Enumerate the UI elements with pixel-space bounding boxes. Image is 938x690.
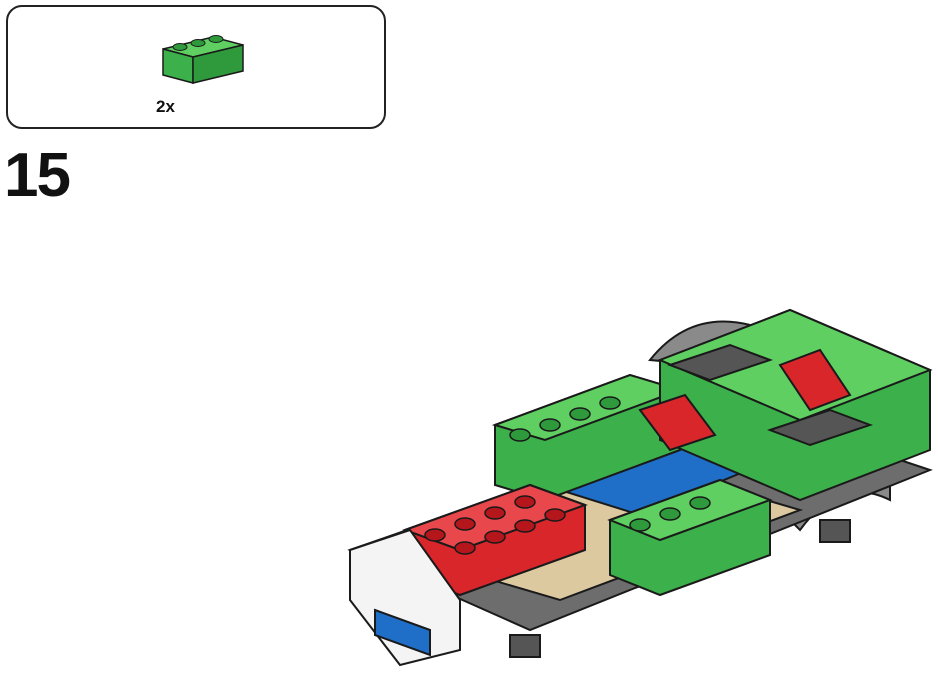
car-chassis-model [347,308,933,667]
parts-callout: 2x [6,5,386,129]
part-quantity: 2x [156,97,175,116]
step-number: 15 [4,141,71,210]
green-brick-1x3-icon [162,35,244,84]
